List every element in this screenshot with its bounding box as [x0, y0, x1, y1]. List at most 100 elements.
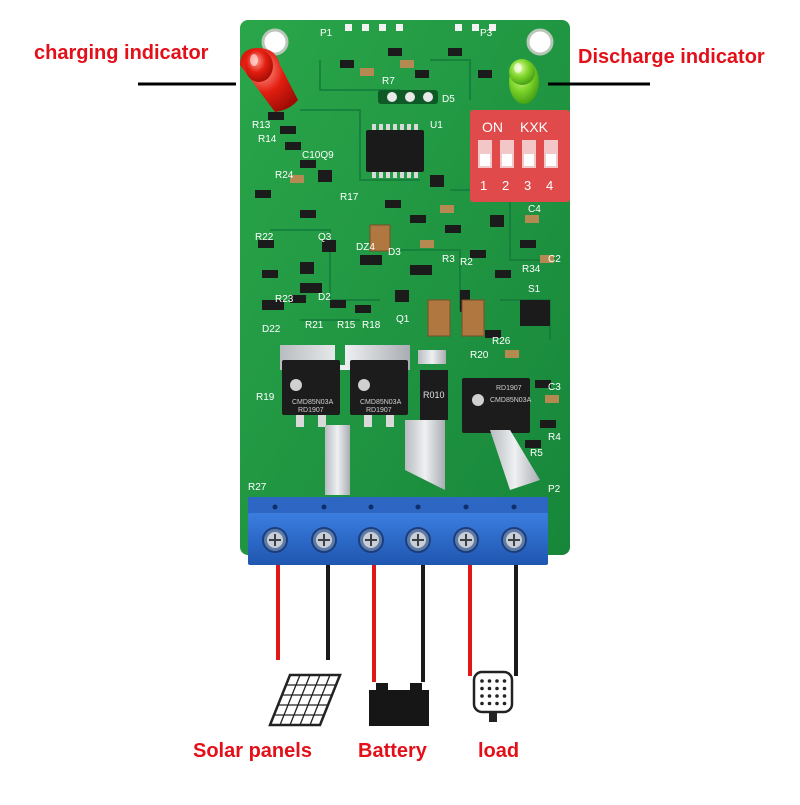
mosfet-2-logo	[358, 379, 370, 391]
ic-pin	[414, 170, 418, 178]
solar-panels-label: Solar panels	[193, 740, 312, 762]
silk-r19: R19	[256, 392, 275, 403]
dip-lever-4	[546, 154, 556, 166]
silk-r17: R17	[340, 192, 359, 203]
diode	[262, 300, 284, 310]
silk-r26: R26	[492, 336, 511, 347]
smd-resistor	[478, 70, 492, 78]
smd-resistor	[495, 270, 511, 278]
lamp-dot	[487, 701, 492, 706]
mosfet-1-marking: CMD85N03A	[292, 399, 334, 406]
smd-capacitor	[540, 255, 554, 263]
smd-resistor	[470, 250, 486, 258]
ic-pin	[414, 124, 418, 132]
pin	[379, 24, 386, 31]
tantalum-capacitor	[461, 299, 485, 337]
mosfet-leg	[318, 415, 326, 427]
ic-pin	[386, 124, 390, 132]
smd-capacitor	[420, 240, 434, 248]
transistor	[300, 262, 314, 274]
mosfet-2-body	[350, 360, 408, 415]
terminal-screws	[262, 504, 527, 553]
smd-capacitor	[360, 68, 374, 76]
dip-position-1: 1	[480, 178, 487, 193]
silk-u1: U1	[430, 120, 443, 131]
dip-lever-2	[502, 154, 512, 166]
led-highlight	[250, 54, 258, 66]
smd-resistor	[268, 112, 284, 120]
ic-pin	[393, 124, 397, 132]
silk-c2: C2	[548, 254, 561, 265]
smd-resistor	[385, 200, 401, 208]
silk-p3: P3	[480, 28, 493, 39]
bus-bar-1	[325, 425, 350, 495]
lamp-dot	[480, 679, 484, 683]
silk-d2: D2	[318, 292, 331, 303]
solar-grid-line	[299, 674, 321, 726]
smd-components	[255, 48, 559, 448]
mosfet-2-code: RD1907	[366, 407, 392, 414]
dip-position-2: 2	[502, 178, 509, 193]
smd-resistor	[355, 305, 371, 313]
lamp-dot	[495, 679, 499, 683]
smd-resistor	[262, 270, 278, 278]
load-label: load	[478, 740, 520, 762]
smd-resistor	[485, 330, 501, 338]
bus-bar-2	[405, 420, 445, 490]
dip-position-4: 4	[546, 178, 553, 193]
ic-pin	[400, 124, 404, 132]
silk-r24: R24	[275, 170, 294, 181]
lamp-dot	[495, 686, 499, 691]
silk-c3: C3	[548, 382, 561, 393]
smd-capacitors	[290, 60, 559, 403]
ic-pin	[379, 124, 383, 132]
ic-u1	[366, 124, 424, 178]
mosfet-leg	[296, 415, 304, 427]
ic-u1-body	[366, 130, 424, 172]
silk-c10q9: C10Q9	[302, 150, 334, 161]
dip-lever-3	[524, 154, 534, 166]
terminal-screw-2	[311, 504, 337, 553]
smd-capacitor	[525, 215, 539, 223]
ic-pin	[393, 170, 397, 178]
smd-resistor	[540, 420, 556, 428]
diode	[410, 265, 432, 275]
transistor	[490, 215, 504, 227]
mosfet-1-body	[282, 360, 340, 415]
smd-capacitor	[545, 395, 559, 403]
diode	[300, 283, 322, 293]
diode	[360, 255, 382, 265]
smd-capacitor	[505, 350, 519, 358]
silk-r5: R5	[530, 448, 543, 459]
solar-panel-frame	[268, 673, 342, 727]
lamp-dot	[502, 679, 507, 683]
large-capacitors	[369, 224, 550, 337]
lamp-dot	[487, 686, 492, 691]
silk-d22: D22	[262, 324, 281, 335]
wires	[276, 565, 518, 682]
pad	[387, 92, 397, 102]
lamp-housing	[472, 670, 514, 714]
wire-entry	[415, 504, 421, 510]
smd-resistor	[535, 380, 551, 388]
lamp-dot	[502, 694, 507, 698]
ic-pin	[379, 170, 383, 178]
ic-pin	[407, 124, 411, 132]
silk-r2: R2	[460, 257, 473, 268]
silk-r22: R22	[255, 232, 274, 243]
battery-body	[369, 690, 429, 726]
smd-resistor	[525, 440, 541, 448]
charging-led	[240, 48, 298, 112]
silk-r14: R14	[258, 134, 277, 145]
silkscreen: P1 P3 R7 U1 D5 R13 R14 C10Q9 R24 R17 Q3 …	[248, 28, 561, 495]
smd-resistor	[300, 160, 316, 168]
solar-grid-line	[279, 674, 301, 726]
silk-r13: R13	[252, 120, 271, 131]
transistor	[430, 175, 444, 187]
dip-switch-on-label: ON	[482, 119, 503, 135]
silk-d3: D3	[388, 247, 401, 258]
smd-resistor	[415, 70, 429, 78]
lamp-dot	[480, 686, 484, 691]
